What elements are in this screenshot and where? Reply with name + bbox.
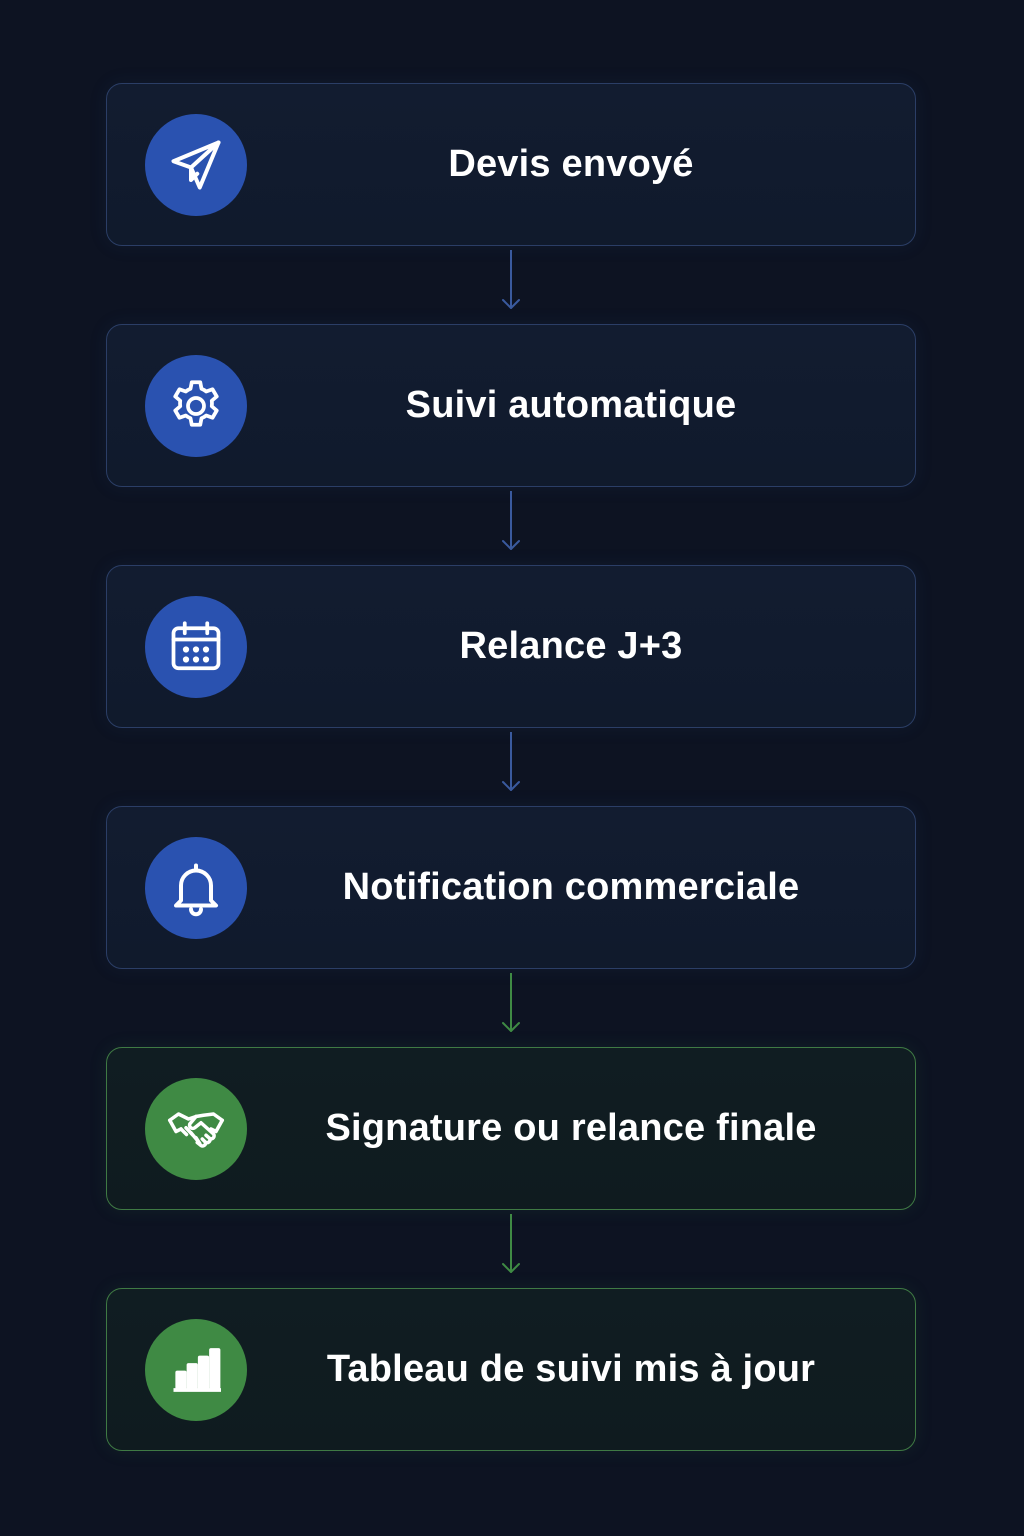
flow-arrow xyxy=(106,487,916,565)
step-label: Tableau de suivi mis à jour xyxy=(326,1348,816,1390)
gear-icon xyxy=(145,355,247,457)
step-notification-commerciale: Notification commerciale xyxy=(106,806,916,969)
flow-arrow xyxy=(106,1210,916,1288)
step-tableau-suivi: Tableau de suivi mis à jour xyxy=(106,1288,916,1451)
bell-icon xyxy=(145,837,247,939)
step-suivi-automatique: Suivi automatique xyxy=(106,324,916,487)
handshake-icon xyxy=(145,1078,247,1180)
bar-chart-icon xyxy=(145,1319,247,1421)
step-label: Devis envoyé xyxy=(448,143,694,185)
flow-arrow xyxy=(106,728,916,806)
process-flow: Devis envoyé Suivi automatique xyxy=(106,83,916,1451)
flow-arrow xyxy=(106,246,916,324)
step-label: Signature ou relance finale xyxy=(325,1107,817,1149)
step-devis-envoye: Devis envoyé xyxy=(106,83,916,246)
step-label: Relance J+3 xyxy=(459,625,683,667)
flow-arrow xyxy=(106,969,916,1047)
step-label: Notification commerciale xyxy=(342,866,800,908)
step-label: Suivi automatique xyxy=(405,384,737,426)
step-relance-j3: Relance J+3 xyxy=(106,565,916,728)
step-signature-relance-finale: Signature ou relance finale xyxy=(106,1047,916,1210)
send-icon xyxy=(145,114,247,216)
calendar-icon xyxy=(145,596,247,698)
